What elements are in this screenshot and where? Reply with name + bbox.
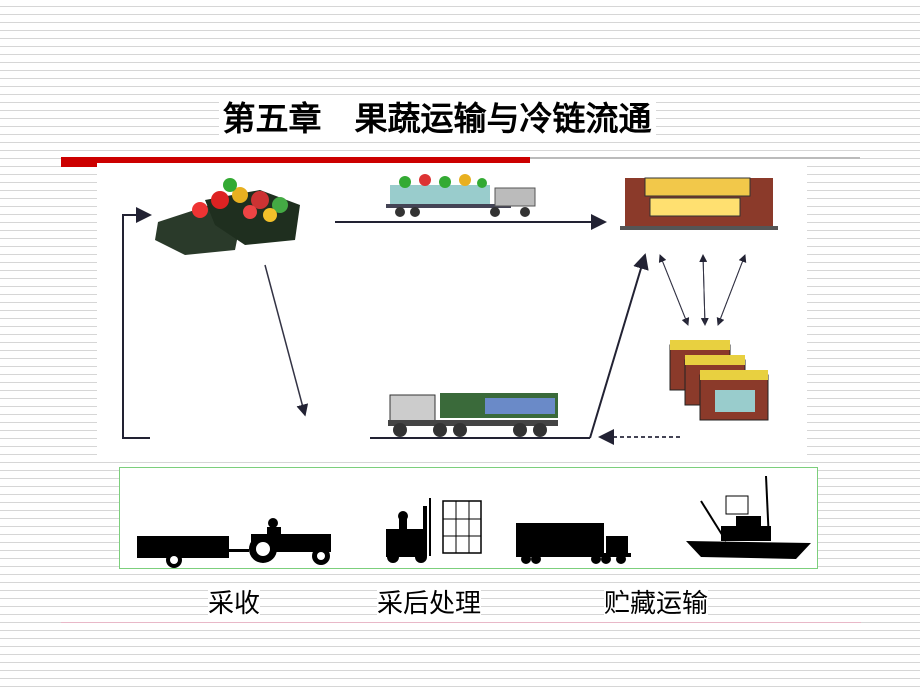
arrow-to-truck	[264, 264, 309, 417]
stage-label-storage-transport: 贮藏运输	[604, 583, 709, 620]
return-loop-arrow	[122, 207, 152, 439]
cargo-ship-icon	[686, 475, 811, 559]
tractor-icon	[137, 518, 331, 568]
footer-divider	[61, 622, 861, 623]
semi-truck-icon	[516, 523, 631, 564]
stages-pictogram-box	[119, 467, 818, 569]
stage-label-harvest: 采收	[208, 583, 261, 620]
slide-title-text: 第五章 果蔬运输与冷链流通	[218, 99, 656, 138]
flow-diagram	[122, 174, 778, 445]
title-accent-bar	[61, 157, 530, 167]
arrow-up-to-store	[589, 253, 649, 439]
stage-pictograms	[137, 475, 811, 568]
warehouse-store-icon	[620, 177, 778, 230]
refrigerated-truck-icon	[388, 393, 558, 437]
title-divider	[530, 157, 860, 159]
produce-crate-icon	[155, 178, 300, 255]
forklift-icon	[386, 498, 482, 563]
cold-chain-diagram	[97, 163, 807, 458]
slide-title: 第五章 果蔬运输与冷链流通	[0, 92, 874, 140]
stage-label-postharvest: 采后处理	[377, 583, 482, 620]
flatbed-truck-icon	[386, 174, 536, 217]
retail-shops-icon	[669, 340, 769, 421]
